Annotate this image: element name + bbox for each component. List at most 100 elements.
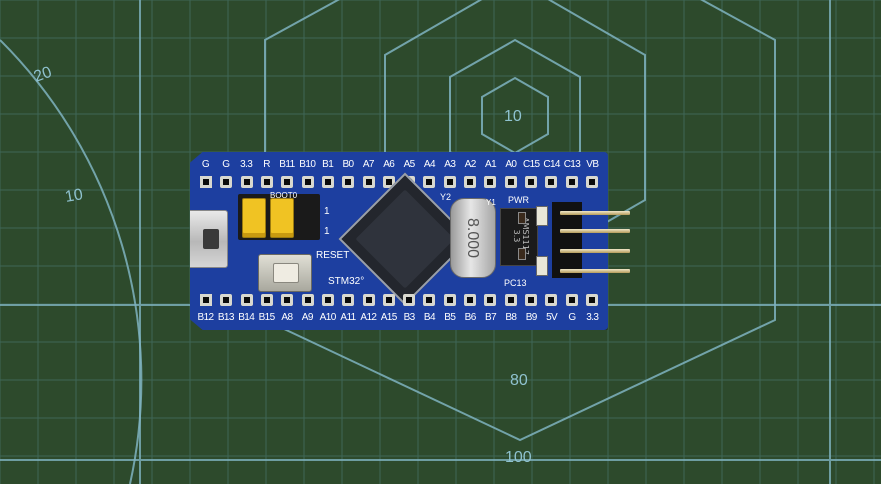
pin: [443, 294, 456, 306]
pwr-label: PWR: [508, 195, 529, 205]
pin: [200, 294, 212, 306]
pin: [423, 176, 436, 188]
pin-label-a4: A4: [423, 159, 436, 170]
pin: [504, 176, 517, 188]
pin-label-3v3-bottom: 3.3: [586, 312, 599, 323]
pin: [260, 176, 273, 188]
pin: [525, 176, 537, 188]
pin: [464, 294, 477, 306]
pin-label-b11: B11: [279, 159, 295, 170]
pin-label-r: R: [263, 159, 270, 170]
ruler-mark-80: 80: [510, 372, 528, 389]
header-pin-leg: [560, 229, 630, 233]
reset-label: RESET: [316, 250, 350, 261]
pin-label-c14: C14: [543, 159, 560, 170]
micro-usb-connector: [190, 210, 228, 268]
pin-label-b3: B3: [403, 312, 416, 323]
pin: [565, 294, 578, 306]
pin: [281, 176, 294, 188]
pin-label-b9: B9: [525, 312, 538, 323]
pin-label-c15: C15: [522, 159, 540, 170]
pin: [301, 294, 314, 306]
pin: [362, 294, 375, 306]
pin: [260, 294, 273, 306]
smd-resistor: [518, 212, 526, 224]
jumper-mark-1: 1: [324, 206, 330, 217]
pin: [200, 176, 212, 188]
pin: [301, 176, 314, 188]
pin: [382, 294, 395, 306]
pwr-led: [536, 206, 548, 226]
pin: [504, 294, 517, 306]
pin: [220, 176, 233, 188]
pin-label-3v3: 3.3: [240, 159, 253, 170]
header-pin-leg: [560, 211, 630, 215]
pin-label-a15: A15: [380, 312, 398, 323]
pin-label-b13: B13: [217, 312, 235, 323]
jumper-mark-2: 1: [324, 226, 330, 237]
top-pin-labels: G G 3.3 R B11 B10 B1 B0 A7 A6 A5 A4 A3 A…: [196, 159, 602, 170]
pin: [240, 176, 253, 188]
y1-ref-label: Y1: [486, 198, 496, 207]
pin-label-g-1: G: [201, 159, 210, 170]
pin-label-g-2: G: [222, 159, 230, 170]
pin: [585, 176, 598, 188]
reset-button: [258, 254, 312, 292]
pin: [342, 294, 355, 306]
pin-label-a0: A0: [505, 159, 517, 170]
boot0-jumper: [242, 198, 266, 238]
pin-label-a3: A3: [444, 159, 456, 170]
pin: [464, 176, 477, 188]
model-label: STM32°: [328, 276, 365, 287]
pin-label-b7: B7: [485, 312, 497, 323]
pin-label-a5: A5: [403, 159, 416, 170]
pin: [403, 294, 416, 306]
header-pin-leg: [560, 269, 630, 273]
pin: [585, 294, 598, 306]
pin: [525, 294, 537, 306]
pin-label-b8: B8: [505, 312, 517, 323]
pin-label-a9: A9: [301, 312, 314, 323]
pin-label-a12: A12: [360, 312, 377, 323]
pin-label-b1: B1: [322, 159, 334, 170]
pin: [484, 294, 497, 306]
pin: [484, 176, 497, 188]
pc13-led: [536, 256, 548, 276]
pin: [281, 294, 294, 306]
pin: [443, 176, 456, 188]
pin-label-b0: B0: [342, 159, 354, 170]
pin-label-a10: A10: [319, 312, 337, 323]
pin-label-a2: A2: [464, 159, 477, 170]
crystal-marking: 8.000: [464, 217, 481, 259]
pin-label-b4: B4: [423, 312, 436, 323]
pin: [565, 176, 578, 188]
pin-label-g: G: [568, 312, 576, 323]
ruler-mark-20: 20: [32, 64, 55, 86]
pin: [545, 176, 558, 188]
pin: [362, 176, 375, 188]
pin: [321, 294, 334, 306]
pin: [545, 294, 558, 306]
pin: [342, 176, 355, 188]
pin-label-b5: B5: [444, 312, 456, 323]
smd-resistor: [518, 248, 526, 260]
pin-label-b15: B15: [258, 312, 276, 323]
pin-label-b6: B6: [464, 312, 477, 323]
pin-label-vb: VB: [586, 159, 599, 170]
crystal-oscillator: [450, 198, 496, 278]
ruler-mark-10-hex: 10: [504, 108, 522, 125]
ruler-mark-10-left: 10: [64, 186, 85, 206]
pc13-label: PC13: [504, 278, 527, 288]
pin-label-a1: A1: [485, 159, 497, 170]
pin: [240, 294, 253, 306]
bottom-pin-row: [200, 291, 598, 309]
stm32-blue-pill-board: G G 3.3 R B11 B10 B1 B0 A7 A6 A5 A4 A3 A…: [190, 152, 608, 330]
pin-label-5v: 5V: [546, 312, 558, 323]
header-pin-leg: [560, 249, 630, 253]
boot-label: BOOT0: [270, 191, 298, 200]
pin: [321, 176, 334, 188]
crystal-ref-label: Y2: [440, 192, 452, 202]
pin-label-b10: B10: [299, 159, 316, 170]
pin: [423, 294, 436, 306]
pin-label-b14: B14: [238, 312, 255, 323]
